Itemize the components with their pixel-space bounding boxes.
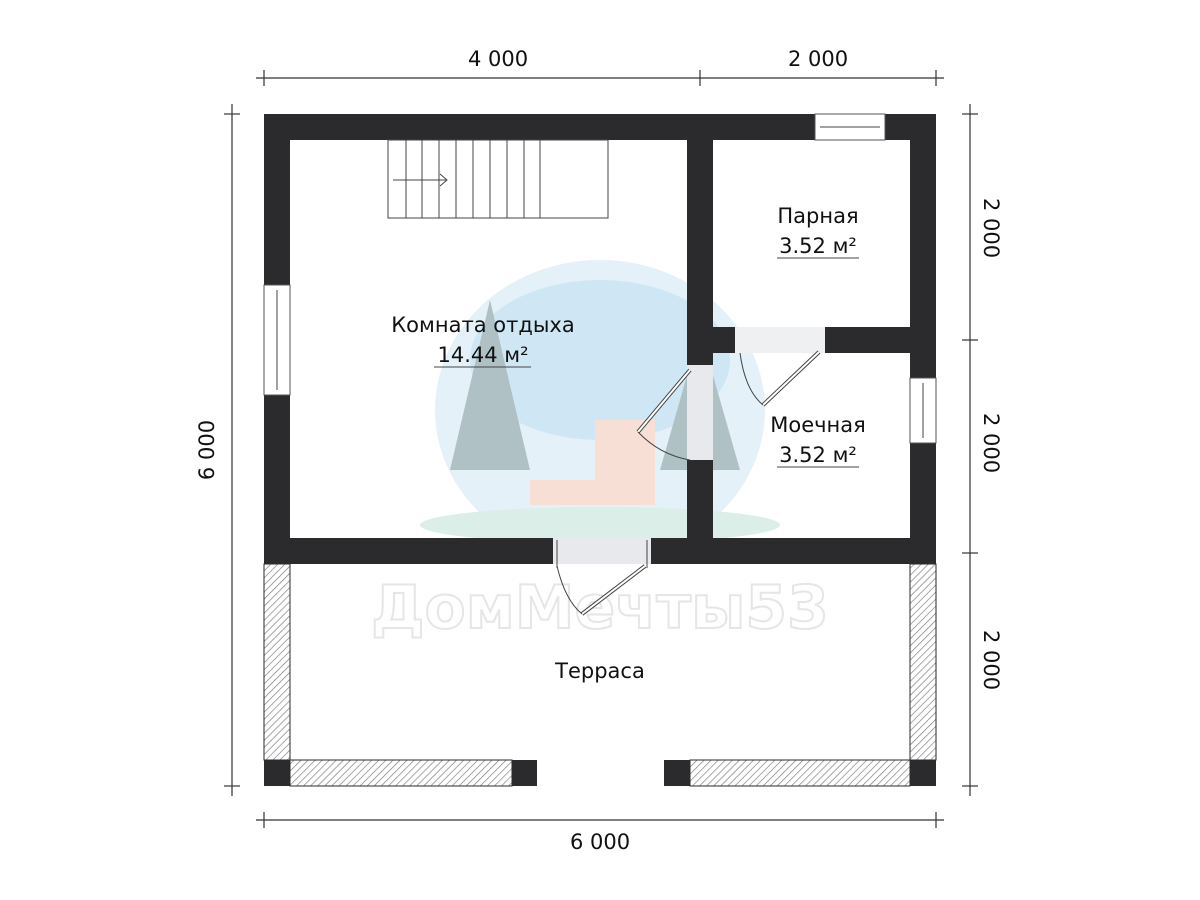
room-name-steam: Парная bbox=[777, 204, 858, 228]
dimension-lines bbox=[224, 70, 978, 828]
window-right bbox=[909, 377, 937, 444]
door-entrance bbox=[553, 538, 651, 616]
dimension-left: 6 000 bbox=[195, 420, 219, 480]
window-left bbox=[263, 284, 291, 396]
room-area-rest: 14.44 м² bbox=[437, 343, 528, 367]
dimension-right-2: 2 000 bbox=[979, 413, 1003, 473]
door-rest-room bbox=[636, 365, 713, 461]
dimension-top-right: 2 000 bbox=[788, 47, 848, 71]
room-area-steam: 3.52 м² bbox=[779, 234, 857, 258]
room-name-washroom: Моечная bbox=[770, 413, 866, 437]
walls bbox=[263, 114, 937, 787]
dimension-top-left: 4 000 bbox=[468, 47, 528, 71]
dimension-right-3: 2 000 bbox=[979, 630, 1003, 690]
window-top bbox=[814, 113, 886, 141]
watermark-logo bbox=[420, 260, 780, 560]
dimension-bottom: 6 000 bbox=[570, 830, 630, 854]
watermark-text: ДомМечты53 bbox=[371, 573, 829, 643]
door-steam-room bbox=[735, 327, 825, 407]
room-area-washroom: 3.52 м² bbox=[779, 443, 857, 467]
dimension-right-1: 2 000 bbox=[979, 198, 1003, 258]
room-name-terrace: Терраса bbox=[554, 659, 645, 683]
room-name-rest: Комната отдыха bbox=[391, 313, 574, 337]
staircase bbox=[387, 139, 609, 219]
